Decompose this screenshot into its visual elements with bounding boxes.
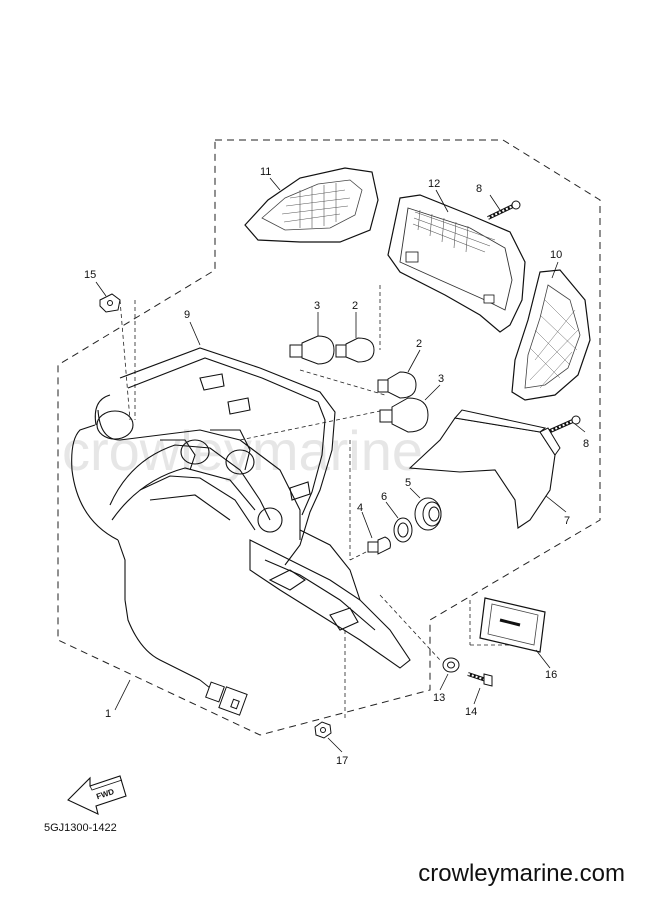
part-10-side-lens [511, 269, 591, 401]
part-14-bolt [467, 672, 493, 687]
callout-2-upper: 2 [352, 300, 358, 312]
callout-10: 10 [550, 249, 562, 261]
assembly-boundary [57, 139, 601, 736]
part-4-small-bulb [367, 536, 391, 555]
callout-11: 11 [260, 166, 271, 178]
callout-15: 15 [84, 269, 96, 281]
part-15-clip-nut [99, 293, 121, 313]
part-17-nut [314, 721, 332, 739]
site-footer: crowleymarine.com [418, 860, 625, 887]
part-7-cover-plate [408, 409, 561, 529]
bulb-leader-lines [119, 285, 540, 720]
part-11-lens [244, 167, 379, 243]
part-2-bulb-upper [335, 337, 375, 363]
callout-16: 16 [545, 669, 557, 681]
part-8-screw-lower [547, 415, 581, 434]
callout-2-lower: 2 [416, 338, 422, 350]
part-9-bracket-harness [71, 347, 411, 681]
part-12-housing [387, 194, 526, 333]
callout-3-upper: 3 [314, 300, 320, 312]
part-code: 5GJ1300-1422 [44, 822, 117, 834]
part-16-license-lamp [479, 597, 546, 653]
callout-3-lower: 3 [438, 373, 444, 385]
callout-1: 1 [105, 708, 111, 720]
part-13-collar [442, 657, 460, 673]
part-1-connector [199, 679, 248, 716]
part-2-bulb-lower [377, 371, 417, 399]
part-3-bulb-upper [289, 335, 335, 365]
callout-17: 17 [336, 755, 348, 767]
fwd-arrow-icon: FWD [67, 775, 127, 815]
callout-leaders [95, 177, 586, 753]
part-5-grommet [414, 497, 442, 531]
part-8-screw-upper [487, 200, 521, 220]
callout-12: 12 [428, 178, 440, 190]
callout-4: 4 [357, 502, 363, 514]
callout-9: 9 [184, 309, 190, 321]
callout-8-lower: 8 [583, 438, 589, 450]
part-6-washer [393, 517, 413, 543]
part-3-bulb-lower [379, 397, 429, 433]
callout-8-upper: 8 [476, 183, 482, 195]
callout-5: 5 [405, 477, 411, 489]
callout-13: 13 [433, 692, 445, 704]
callout-14: 14 [465, 706, 477, 718]
callout-6: 6 [381, 491, 387, 503]
callout-7: 7 [564, 515, 570, 527]
